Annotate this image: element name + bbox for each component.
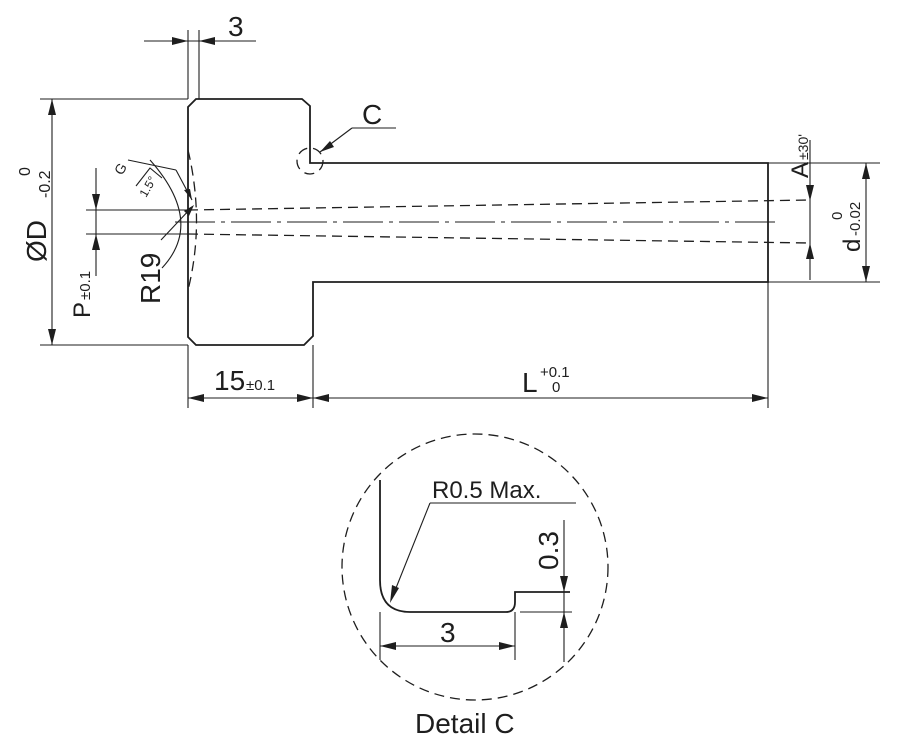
- d-tol-upper: 0: [829, 212, 846, 220]
- detail-c: 3 0.3 R0.5 Max. Detail C: [341, 433, 609, 739]
- detail-radius-label: R0.5 Max.: [432, 477, 541, 504]
- diameter-tol-upper: 0: [17, 167, 34, 176]
- detail-c-profile: [379, 480, 570, 613]
- a-label: A: [787, 162, 814, 178]
- angle-degree: 1.5°: [136, 174, 159, 200]
- p-tol: ±0.1: [77, 271, 94, 300]
- detail-c-boundary: [341, 433, 609, 701]
- head-length: 15: [214, 365, 245, 396]
- part-outline: [187, 98, 769, 346]
- detail-height-label: 0.3: [533, 531, 564, 570]
- length-dimensions: 15 ±0.1 L +0.1 0: [187, 282, 769, 408]
- length-label: L: [522, 367, 538, 398]
- head-length-tol: ±0.1: [246, 377, 275, 394]
- top-width-label: 3: [228, 11, 244, 42]
- radius-label: R19: [135, 253, 166, 304]
- bore-lower-hidden: [187, 233, 811, 244]
- detail-width-label: 3: [440, 617, 456, 648]
- d-label: d: [839, 239, 866, 252]
- a-tol: ±30': [795, 134, 811, 160]
- d-tol-lower: -0.02: [847, 202, 864, 236]
- d-dimension: d 0 -0.02: [768, 162, 880, 283]
- length-tol-upper: +0.1: [540, 364, 570, 381]
- p-dimension: P ±0.1: [69, 168, 188, 318]
- detail-title: Detail C: [415, 708, 515, 739]
- length-tol-lower: 0: [552, 379, 560, 396]
- bore-upper-hidden: [187, 199, 811, 211]
- a-dimension: A ±30': [768, 134, 830, 280]
- detail-c-marker: [296, 147, 324, 175]
- angle-g: G: [111, 160, 130, 177]
- diameter-tol-lower: -0.2: [37, 170, 54, 198]
- angle-callout: G 1.5°: [111, 159, 193, 201]
- diameter-label: ØD: [21, 220, 52, 262]
- radius-callout: R19: [135, 205, 194, 304]
- p-label: P: [69, 302, 96, 318]
- dished-face-arc: [187, 149, 198, 291]
- top-width-dimension: 3: [144, 11, 256, 99]
- diameter-dimension: ØD 0 -0.2: [17, 98, 188, 346]
- callout-c: C: [362, 99, 382, 130]
- dished-face-edge: [149, 159, 182, 269]
